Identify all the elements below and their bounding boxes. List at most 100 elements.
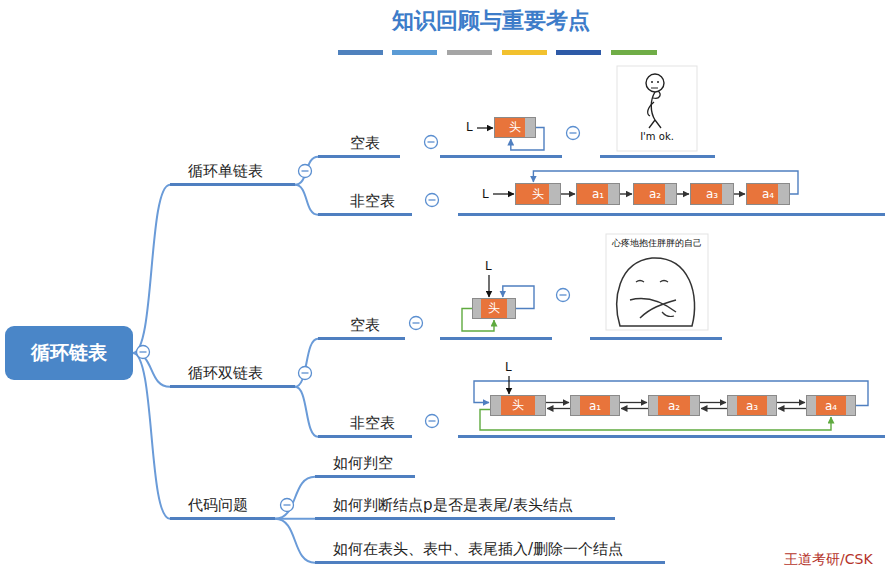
- topic-text: 空表: [350, 134, 380, 152]
- collapse-button: [425, 136, 438, 149]
- collapse-minus: [570, 132, 577, 133]
- head-pointer-arrow: [508, 376, 509, 394]
- blob-hand: [662, 312, 674, 317]
- figure-arm: [648, 102, 654, 116]
- collapse-minus: [140, 351, 147, 352]
- topic-branch: 非空表: [318, 191, 412, 216]
- node-text: a₂: [668, 399, 680, 413]
- figure-mouth: [651, 88, 658, 89]
- branch-connector: [275, 519, 315, 563]
- pointer-connector: [677, 193, 689, 194]
- branch-underline: [590, 337, 722, 340]
- topic-branch: 如何在表头、表中、表尾插入/删除一个结点: [315, 539, 665, 564]
- color-bar: [392, 50, 437, 55]
- collapse-button: [557, 289, 570, 302]
- pointer-connector: [734, 193, 745, 194]
- collapse-minus: [302, 372, 309, 373]
- topic-branch: 如何判空: [315, 453, 415, 478]
- branch-underline: [458, 435, 885, 438]
- branch-connector: [295, 157, 318, 185]
- list-node-box: a₁: [570, 395, 620, 416]
- color-bar: [338, 50, 383, 55]
- figure-head: [646, 74, 664, 92]
- figure-eye: [651, 81, 653, 83]
- collapse-minus: [284, 504, 291, 505]
- branch-underline: [440, 155, 562, 158]
- node-text: a₁: [592, 187, 604, 201]
- meme-frame: [606, 234, 708, 330]
- collapse-minus: [428, 141, 435, 142]
- branch-underline: [458, 213, 885, 216]
- pointer-label: L: [485, 259, 492, 273]
- pointer-connector: [620, 193, 632, 194]
- figure-arm: [653, 91, 660, 98]
- collapse-circle: [299, 367, 312, 380]
- meme-illustration: [606, 234, 708, 330]
- double-pointer-connector: [546, 403, 570, 409]
- list-node-box: a₃: [690, 183, 734, 205]
- meme-illustration: [617, 66, 697, 151]
- topic-text: 循环链表: [31, 340, 107, 366]
- topic-text: 空表: [350, 316, 380, 334]
- next-pointer-arrow: [546, 402, 569, 403]
- list-node-box: 头: [472, 298, 516, 319]
- topic-text: 循环单链表: [188, 162, 263, 180]
- list-node-box: 头: [515, 183, 561, 205]
- collapse-button: [426, 194, 439, 207]
- next-pointer-arrow: [777, 402, 805, 403]
- topic-text: 如何判空: [333, 454, 393, 472]
- prior-pointer-arrow: [778, 408, 806, 409]
- meme-caption: 心疼地抱住胖胖的自己: [606, 238, 708, 250]
- next-pointer-arrow: [620, 402, 647, 403]
- color-bar: [611, 50, 657, 55]
- blob-eyes: [636, 281, 668, 283]
- double-pointer-connector: [700, 403, 727, 409]
- node-text: a₂: [649, 187, 661, 201]
- figure-body: [651, 92, 655, 120]
- branch-connector: [295, 387, 318, 437]
- topic-text: 非空表: [350, 414, 395, 432]
- node-text: 头: [512, 397, 524, 414]
- collapse-circle: [557, 289, 570, 302]
- next-pointer-arrow: [700, 402, 726, 403]
- node-text: a₄: [762, 187, 774, 201]
- collapse-button: [299, 165, 312, 178]
- collapse-button: [281, 499, 294, 512]
- double-pointer-connector: [777, 403, 806, 409]
- color-bar: [502, 50, 547, 55]
- collapse-circle: [426, 415, 439, 428]
- root-topic-box: 循环链表: [5, 326, 133, 380]
- branch-connector: [295, 339, 318, 387]
- branch-connector: [133, 185, 170, 353]
- meme-caption: I'm ok.: [617, 131, 697, 142]
- collapse-button: [410, 317, 423, 330]
- collapse-button: [426, 415, 439, 428]
- head-pointer-arrow: [488, 275, 489, 297]
- collapse-circle: [410, 317, 423, 330]
- figure-eye: [657, 81, 659, 83]
- double-pointer-connector: [620, 403, 648, 409]
- collapse-circle: [567, 127, 580, 140]
- head-pointer-arrow: [477, 127, 493, 128]
- pointer-label: L: [466, 120, 473, 134]
- branch-connector: [133, 353, 170, 519]
- topic-branch: 非空表: [318, 413, 412, 438]
- topic-branch: 循环单链表: [170, 161, 295, 186]
- node-text: 头: [509, 119, 521, 136]
- collapse-minus: [429, 420, 436, 421]
- topic-text: 如何在表头、表中、表尾插入/删除一个结点: [333, 540, 623, 558]
- collapse-button: [567, 127, 580, 140]
- topic-branch: 空表: [318, 133, 400, 158]
- collapse-minus: [429, 199, 436, 200]
- topic-branch: 空表: [318, 315, 405, 340]
- branch-underline: [600, 155, 715, 158]
- node-text: a₁: [589, 399, 601, 413]
- blob-body: [617, 258, 695, 326]
- branch-connector: [295, 185, 318, 215]
- topic-text: 代码问题: [188, 496, 248, 514]
- list-node-box: a₂: [648, 395, 700, 416]
- topic-text: 非空表: [350, 192, 395, 210]
- list-node-box: a₃: [727, 395, 777, 416]
